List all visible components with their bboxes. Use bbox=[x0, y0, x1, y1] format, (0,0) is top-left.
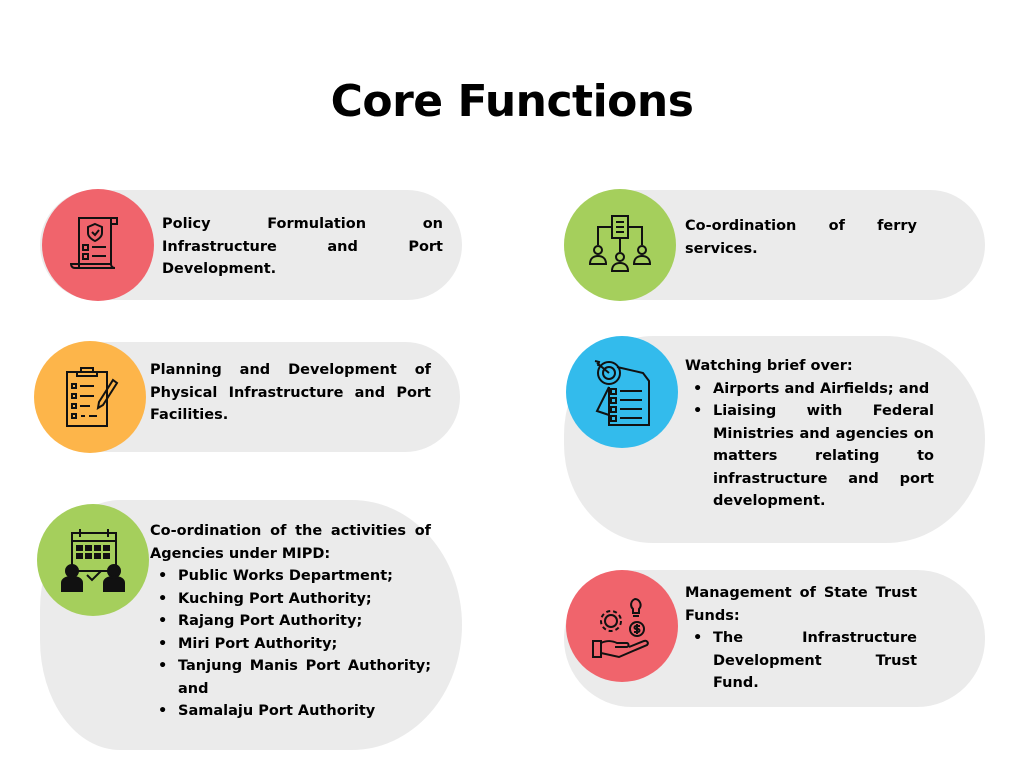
list-item: Miri Port Authority; bbox=[150, 633, 431, 656]
clipboard-checklist-icon bbox=[34, 341, 146, 453]
function-heading: Management of State Trust Funds: bbox=[685, 585, 917, 624]
hand-money-icon bbox=[566, 570, 678, 682]
function-text: Co-ordination of the activities of Agenc… bbox=[150, 520, 431, 723]
fund-list: The Infrastructure Development Trust Fun… bbox=[685, 627, 917, 695]
function-heading: Co-ordination of the activities of Agenc… bbox=[150, 523, 431, 562]
list-item: Airports and Airfields; and bbox=[685, 378, 934, 401]
list-item: Kuching Port Authority; bbox=[150, 588, 431, 611]
list-item: Samalaju Port Authority bbox=[150, 700, 431, 723]
calendar-team-icon bbox=[37, 504, 149, 616]
list-item: Tanjung Manis Port Authority; and bbox=[150, 655, 431, 700]
function-text: Management of State Trust Funds: The Inf… bbox=[685, 582, 917, 695]
function-text: Policy Formulation on Infrastructure and… bbox=[162, 216, 443, 277]
function-text: Planning and Development of Physical Inf… bbox=[150, 362, 431, 423]
agency-list: Public Works Department; Kuching Port Au… bbox=[150, 565, 431, 723]
list-item: The Infrastructure Development Trust Fun… bbox=[685, 627, 917, 695]
function-text: Co-ordination of ferry services. bbox=[685, 218, 917, 257]
brief-list: Airports and Airfields; and Liaising wit… bbox=[685, 378, 934, 513]
page-title: Core Functions bbox=[330, 76, 694, 127]
org-chart-icon bbox=[564, 189, 676, 301]
list-item: Public Works Department; bbox=[150, 565, 431, 588]
list-item: Liaising with Federal Ministries and age… bbox=[685, 400, 934, 513]
policy-document-icon bbox=[42, 189, 154, 301]
function-text: Watching brief over: Airports and Airfie… bbox=[685, 355, 934, 513]
function-heading: Watching brief over: bbox=[685, 358, 853, 374]
target-report-icon bbox=[566, 336, 678, 448]
list-item: Rajang Port Authority; bbox=[150, 610, 431, 633]
